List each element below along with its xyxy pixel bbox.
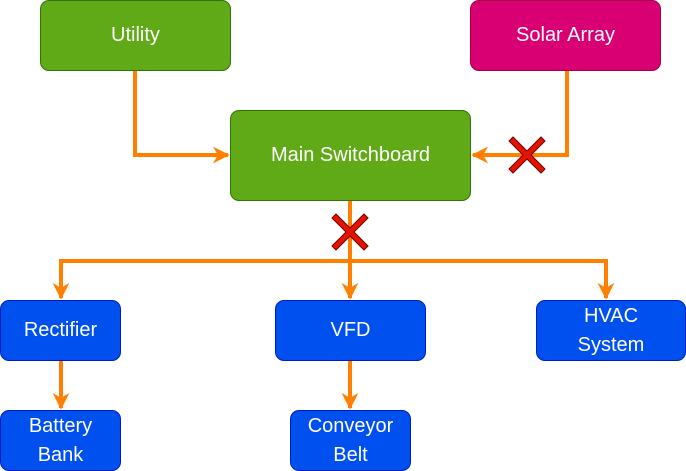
break-marker-main-out <box>331 213 369 251</box>
node-utility[interactable]: Utility <box>40 0 231 71</box>
edge-bus-to-hvac <box>350 259 615 300</box>
edge-bus-to-rectifier <box>52 259 350 300</box>
node-rectifier[interactable]: Rectifier <box>0 300 121 361</box>
break-marker-solar <box>508 136 546 174</box>
node-conveyor-belt[interactable]: Conveyor Belt <box>290 410 411 471</box>
edge-solar-to-main <box>471 70 569 164</box>
node-battery-bank[interactable]: Battery Bank <box>0 410 121 471</box>
node-vfd[interactable]: VFD <box>275 300 426 361</box>
node-hvac-system[interactable]: HVAC System <box>536 300 686 361</box>
edge-utility-to-main <box>133 70 230 164</box>
node-main-switchboard[interactable]: Main Switchboard <box>230 110 471 201</box>
node-solar-array[interactable]: Solar Array <box>470 0 661 71</box>
